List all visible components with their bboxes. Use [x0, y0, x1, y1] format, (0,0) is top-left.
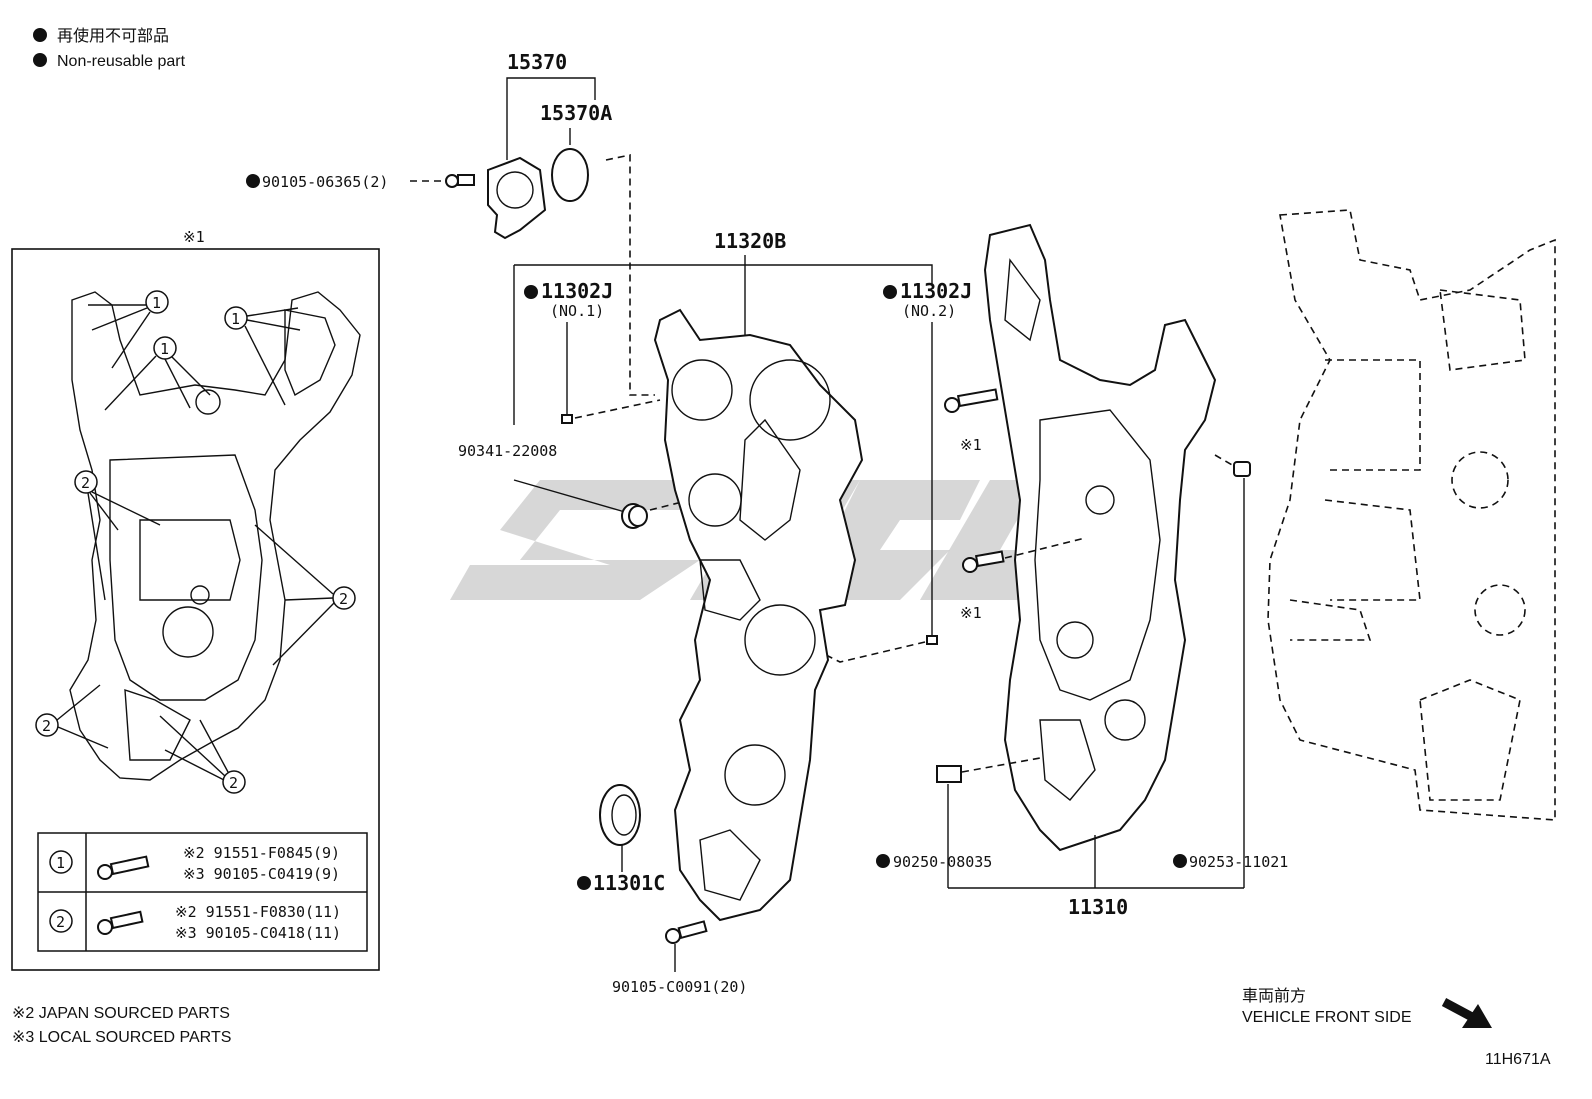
label-15370: 15370: [507, 50, 567, 74]
label-90105-06365: 90105-06365(2): [262, 173, 388, 191]
table-row-part-local: ※3 90105-C0418(11): [175, 924, 341, 942]
ref-note-1a: ※1: [960, 436, 982, 454]
dashed-guide: [605, 154, 655, 396]
inset-callout-1b: 1: [224, 306, 301, 406]
inset-callout-2d: 2: [159, 715, 246, 794]
non-reusable-bullet-icon: [876, 854, 890, 868]
svg-text:1: 1: [152, 294, 161, 312]
vehicle-front-arrow-icon: [1441, 998, 1492, 1028]
note-local-sourced: ※3 LOCAL SOURCED PARTS: [12, 1029, 231, 1046]
dashed-guide: [961, 757, 1041, 773]
note-japan-sourced: ※2 JAPAN SOURCED PARTS: [12, 1005, 230, 1022]
inset-title: ※1: [183, 228, 205, 246]
svg-text:1: 1: [231, 310, 240, 328]
leader-90341: [513, 479, 626, 513]
plug-part: [621, 503, 648, 529]
non-reusable-bullet-icon: [577, 876, 591, 890]
svg-text:2: 2: [229, 774, 238, 792]
timing-chain-cover-part: [653, 308, 864, 922]
label-11302J-no2: 11302J: [900, 279, 972, 303]
label-15370A: 15370A: [540, 101, 612, 125]
cover-subassy-part: [487, 156, 547, 240]
sleeve-part: [1233, 461, 1251, 477]
label-11320B: 11320B: [714, 229, 786, 253]
inset-callout-2b: 2: [254, 524, 356, 666]
label-11301C: 11301C: [593, 871, 665, 895]
direction-en-label: VEHICLE FRONT SIDE: [1242, 1009, 1412, 1026]
leader-15370: [506, 77, 596, 100]
table-row-key: 1: [56, 854, 65, 872]
label-90105-C0091: 90105-C0091(20): [612, 978, 747, 996]
dowel-part: [936, 765, 962, 783]
inset-callout-1c: 1: [104, 336, 211, 411]
dashed-guide: [819, 641, 926, 663]
bolt-part: [665, 920, 708, 944]
oil-seal-part: [599, 784, 641, 846]
pin-part: [926, 635, 938, 645]
label-11310: 11310: [1068, 895, 1128, 919]
inset-callout-2a: 2: [74, 470, 161, 601]
svg-text:1: 1: [160, 340, 169, 358]
inset-callout-1a: 1: [88, 290, 169, 369]
non-reusable-bullet-icon: [246, 174, 260, 188]
inset-callout-2c: 2: [35, 684, 109, 749]
table-row: 1 ※2 91551-F0845(9) ※3 90105-C0419(9): [49, 844, 340, 883]
label-11302J-no1-sub: (NO.1): [550, 302, 604, 320]
dashed-guide: [1214, 454, 1235, 467]
table-row-key: 2: [56, 913, 65, 931]
label-11302J-no2-sub: (NO.2): [902, 302, 956, 320]
non-reusable-bullet-icon: [33, 53, 47, 67]
svg-text:2: 2: [42, 717, 51, 735]
flange-bolt-icon: [97, 855, 150, 880]
ref-note-1b: ※1: [960, 604, 982, 622]
table-row: 2 ※2 91551-F0830(11) ※3 90105-C0418(11): [49, 903, 341, 942]
bracket-11320B: [514, 264, 933, 285]
svg-text:2: 2: [81, 474, 90, 492]
non-reusable-bullet-icon: [524, 285, 538, 299]
dashed-guide: [1004, 537, 1086, 559]
bolt-part: [962, 550, 1005, 573]
direction-jp-label: 車両前方: [1242, 986, 1306, 1005]
label-11302J-no1: 11302J: [541, 279, 613, 303]
figure-id: 11H671A: [1485, 1051, 1551, 1068]
table-row-part-japan: ※2 91551-F0830(11): [175, 903, 341, 921]
bolt-part: [944, 388, 999, 413]
flange-bolt-icon: [97, 910, 144, 935]
table-row-part-local: ※3 90105-C0419(9): [183, 865, 340, 883]
svg-text:2: 2: [339, 590, 348, 608]
bolt-part: [445, 174, 475, 188]
label-90250-08035: 90250-08035: [893, 853, 992, 871]
label-90341-22008: 90341-22008: [458, 442, 557, 460]
inset-frame: [11, 248, 380, 971]
pin-part: [561, 414, 573, 424]
timing-gear-case-part: [983, 223, 1217, 852]
table-row-part-japan: ※2 91551-F0845(9): [183, 844, 340, 862]
non-reusable-bullet-icon: [883, 285, 897, 299]
engine-block-reference: [1267, 209, 1556, 821]
dashed-guide: [574, 399, 661, 419]
non-reusable-bullet-icon: [1173, 854, 1187, 868]
non-reusable-bullet-icon: [33, 28, 47, 42]
o-ring-part: [551, 148, 589, 202]
inset-bolt-table: [37, 832, 368, 952]
legend-jp-label: 再使用不可部品: [57, 26, 169, 45]
legend-en-label: Non-reusable part: [57, 53, 186, 70]
label-90253-11021: 90253-11021: [1189, 853, 1288, 871]
